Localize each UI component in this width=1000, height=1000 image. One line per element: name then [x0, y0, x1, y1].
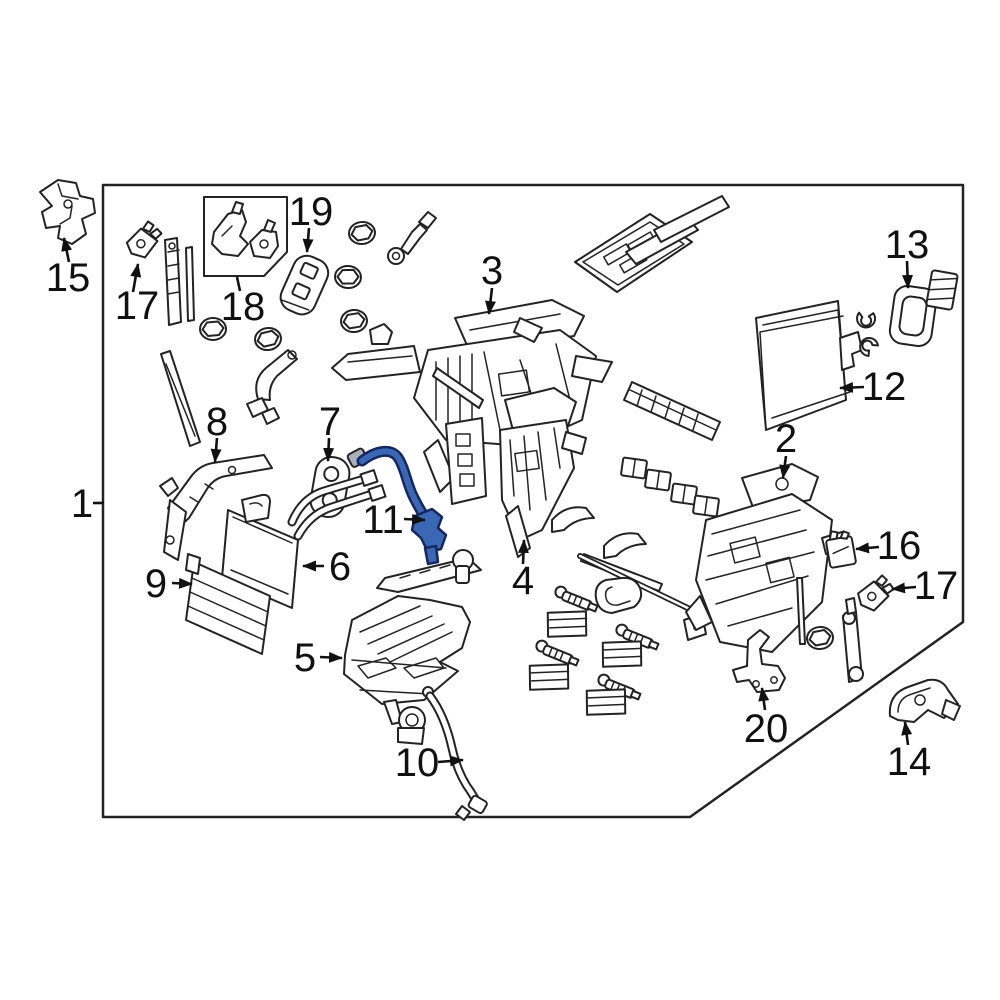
cable-bracket: [584, 685, 628, 719]
callout-leaders: [61, 227, 917, 767]
part-10-drain-hose: [422, 686, 488, 821]
callout-12: 12: [862, 365, 907, 409]
vent-door: [643, 468, 673, 492]
ribbed-strip: [623, 381, 721, 441]
small-lever: [387, 211, 437, 265]
callout-4: 4: [512, 559, 534, 603]
small-clip: [369, 323, 393, 345]
callout-15: 15: [46, 256, 91, 300]
leader-20: [758, 687, 770, 711]
callout-5: 5: [294, 636, 316, 680]
callout-20: 20: [744, 707, 789, 751]
callout-3: 3: [481, 249, 503, 293]
filter-tray: [574, 195, 730, 293]
leader-19: [302, 227, 314, 253]
leader-17-right: [891, 582, 917, 594]
part-12-evaporator: [755, 300, 863, 431]
leader-3: [485, 287, 496, 315]
lever-arm: [246, 349, 298, 425]
callout-10: 10: [395, 741, 440, 785]
part-13-grommet: [888, 285, 938, 347]
thin-rod: [796, 577, 806, 645]
callout-6: 6: [329, 545, 351, 589]
vent-door: [669, 482, 699, 506]
leader-16: [855, 542, 880, 554]
callout-17-right: 17: [914, 564, 959, 608]
callout-14: 14: [887, 740, 932, 784]
part-14-duct: [888, 678, 961, 723]
callout-18: 18: [221, 285, 266, 329]
leader-5: [319, 651, 343, 663]
part-19-cover: [279, 254, 330, 316]
callout-11: 11: [362, 498, 404, 542]
part-20-bracket: [732, 629, 786, 693]
leader-8: [210, 437, 222, 463]
vent-door: [691, 494, 721, 518]
cable-bracket: [600, 637, 644, 671]
cable-bracket: [545, 607, 589, 641]
callout-16: 16: [877, 524, 922, 568]
leader-9: [171, 577, 193, 589]
link-rod-vertical: [842, 597, 864, 683]
leader-2: [779, 455, 791, 479]
leader-15: [61, 237, 73, 263]
part-16-sensor: [825, 530, 857, 569]
leader-7: [323, 437, 335, 462]
link-rods: [160, 237, 201, 447]
part-11-heater-hose-highlighted: [346, 445, 448, 566]
callout-19: 19: [289, 190, 334, 234]
leader-17-left: [130, 263, 142, 293]
callout-numbers: 1 2 3 4 5 6 7 8 9 10 11 12 13 14 15 16 1…: [46, 190, 959, 785]
leader-12: [839, 381, 865, 393]
part-9-seal-panel: [185, 553, 271, 655]
leader-14: [901, 721, 913, 746]
leader-13: [902, 260, 914, 289]
part-15-bracket: [39, 179, 96, 245]
leader-10: [437, 755, 464, 767]
cable-bracket: [527, 660, 571, 694]
callout-17-left: 17: [115, 284, 160, 328]
part-8-bracket: [159, 454, 273, 561]
part-5-lower-case: [343, 549, 482, 745]
callout-9: 9: [145, 562, 167, 606]
part-4-bracket-assembly: [499, 387, 587, 558]
callout-7: 7: [319, 400, 341, 444]
grommet-bolt: [339, 308, 369, 334]
vent-door: [619, 456, 649, 480]
callout-2: 2: [775, 417, 797, 461]
leader-4: [517, 539, 529, 565]
part-3-case-bracket: [331, 299, 613, 505]
leader-11: [403, 513, 426, 525]
callout-1: 1: [71, 482, 93, 526]
inset-actuators-18: [211, 201, 279, 259]
control-cables: [577, 553, 699, 615]
hatched-clip: [925, 269, 959, 311]
callout-8: 8: [206, 400, 228, 444]
callout-13: 13: [885, 223, 930, 267]
grommet-bolt: [333, 264, 363, 290]
leader-18: [235, 276, 242, 292]
